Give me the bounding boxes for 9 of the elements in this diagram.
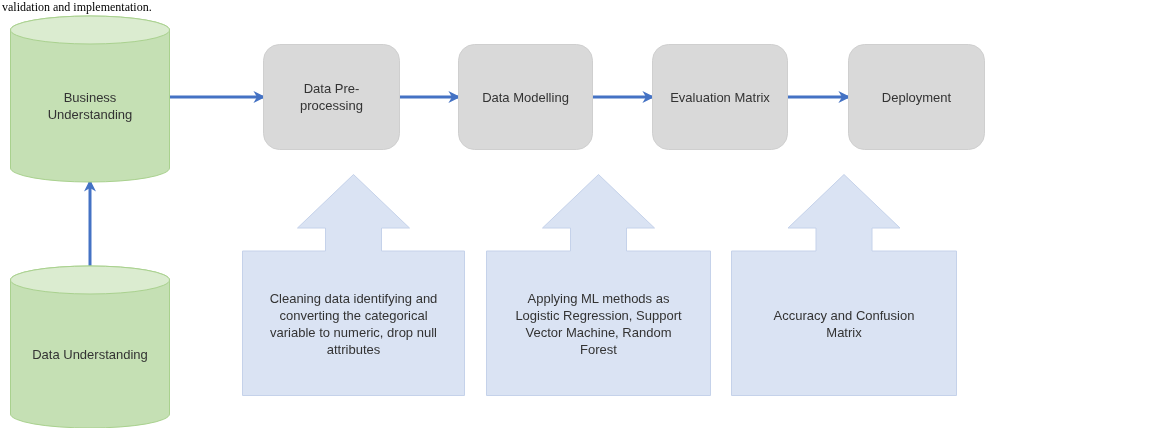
node-label: Data Modelling: [481, 88, 570, 106]
node-label: Data Pre-processing: [299, 80, 364, 114]
node-label: Evaluation Matrix: [669, 88, 771, 106]
node-label: Business Understanding: [46, 89, 134, 123]
node-label: Deployment: [880, 88, 953, 106]
description-text: Applying ML methods as Logistic Regression, Support Vector Machine, Random Forest: [514, 289, 683, 358]
description-text: Accuracy and Confusion Matrix: [772, 306, 916, 341]
node-label: Data Understanding: [31, 345, 149, 363]
description-text: Cleaning data identifying and converting the categorical variable to numeric, drop null attributes: [268, 289, 439, 358]
